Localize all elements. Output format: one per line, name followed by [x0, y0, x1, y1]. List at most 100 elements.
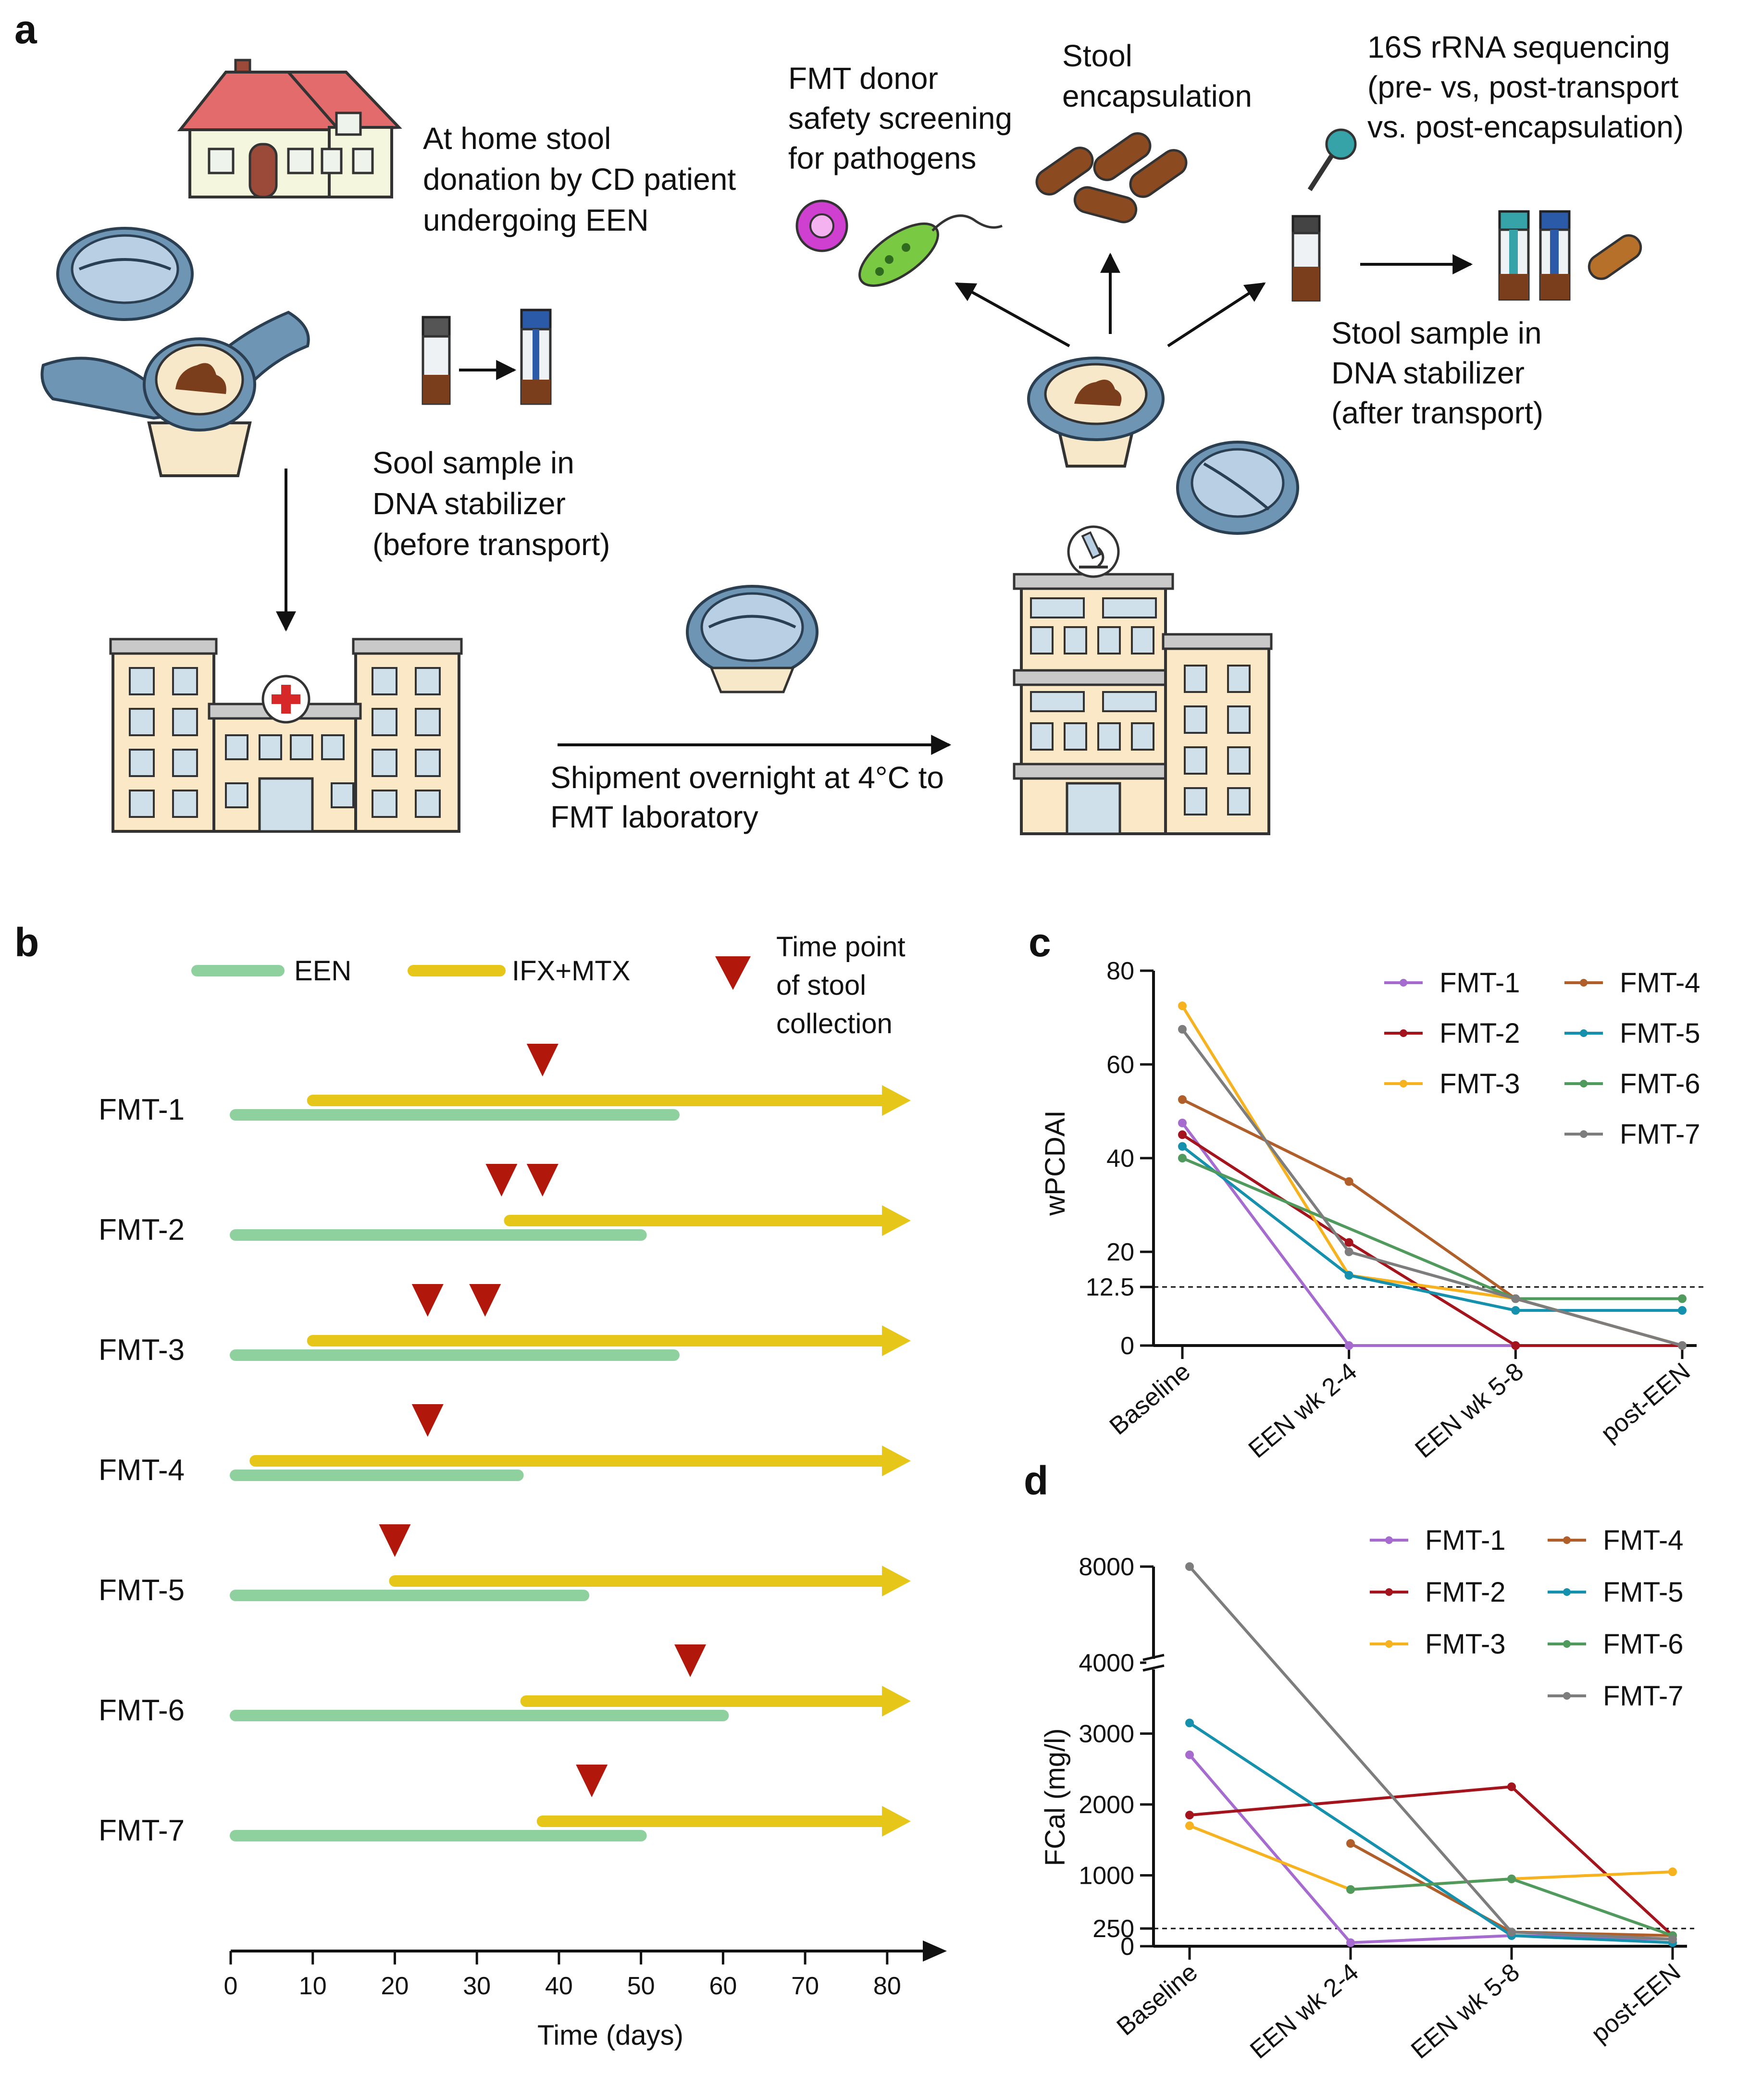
timeline-row-label: FMT-1 [99, 1093, 185, 1126]
stool-collection-marker [526, 1164, 558, 1197]
data-point [1507, 1782, 1516, 1791]
legend-marker [1563, 1588, 1571, 1596]
y-axis-tick-label: 2000 [1079, 1791, 1134, 1819]
axis-break-mark [1142, 1664, 1165, 1672]
virus-icon [795, 199, 848, 252]
x-axis-tick-label: post-EEN [1586, 1958, 1686, 2048]
legend-marker [1385, 1536, 1393, 1544]
legend-label: FMT-6 [1620, 1068, 1700, 1099]
series-line [1181, 1122, 1682, 1347]
before-transport-text: Sool sample in DNA stabilizer (before tr… [372, 445, 610, 562]
y-axis-tick-label: 8000 [1079, 1553, 1134, 1581]
laboratory-icon [1013, 573, 1273, 835]
capsule-icon [1035, 132, 1188, 223]
legend-label: FMT-3 [1439, 1068, 1520, 1099]
time-axis-title: Time (days) [537, 2020, 683, 2051]
data-point [1346, 1938, 1355, 1947]
data-point [1178, 1025, 1187, 1034]
x-axis-tick-label: EEN wk 2-4 [1245, 1958, 1364, 2064]
panel-a: a At home stool donation by CD patient u… [14, 7, 1687, 835]
hospital-icon [109, 638, 463, 833]
data-point [1678, 1294, 1687, 1303]
stool-collector-icon [40, 227, 310, 477]
timeline-row-label: FMT-6 [99, 1694, 185, 1727]
sequencing-text: 16S rRNA sequencing (pre- vs, post-trans… [1367, 30, 1687, 144]
series-line [1188, 1754, 1673, 1944]
panel-b-label: b [14, 920, 39, 965]
data-point [1178, 1154, 1187, 1162]
data-point [1344, 1177, 1353, 1186]
legend-label: FMT-4 [1603, 1525, 1684, 1556]
panel-d-label: d [1024, 1458, 1048, 1503]
time-axis-tick-label: 50 [627, 1972, 655, 2000]
data-point [1178, 1118, 1187, 1127]
legend-marker [1580, 1029, 1588, 1037]
data-point [1185, 1562, 1194, 1571]
data-point [1178, 1095, 1187, 1104]
legend-marker [1580, 979, 1588, 987]
legend-een-label: EEN [294, 955, 351, 987]
house-icon [177, 59, 402, 198]
lid-icon [686, 585, 819, 693]
legend-label: FMT-3 [1425, 1629, 1506, 1660]
legend-ifx-label: IFX+MTX [512, 955, 631, 987]
data-point [1507, 1927, 1516, 1937]
data-point [1178, 1142, 1187, 1151]
data-point [1668, 1935, 1677, 1944]
data-point [1178, 1001, 1187, 1011]
panel-a-label: a [14, 7, 37, 52]
y-axis-tick-label: 20 [1106, 1238, 1134, 1266]
legend-label: FMT-6 [1603, 1629, 1684, 1660]
legend-marker [1400, 1080, 1407, 1087]
data-point [1344, 1238, 1353, 1247]
legend-marker [1563, 1640, 1571, 1648]
encapsulation-text: Stool encapsulation [1062, 38, 1252, 113]
legend-label: FMT-1 [1439, 967, 1520, 999]
time-axis-arrowhead [923, 1940, 947, 1962]
ifx-bar-arrowhead [882, 1085, 911, 1116]
sample-tube-icon [422, 309, 552, 405]
legend-marker [1580, 1080, 1588, 1087]
after-transport-text: Stool sample in DNA stabilizer (after tr… [1331, 316, 1550, 430]
sequencing-tube-icon [1291, 210, 1642, 302]
series-line [1189, 1785, 1674, 1937]
panel-c-label: c [1029, 920, 1051, 965]
time-axis-tick-label: 0 [224, 1972, 238, 2000]
ifx-bar-arrowhead [882, 1566, 911, 1596]
stool-collection-marker [469, 1284, 501, 1317]
y-axis-tick-label: 40 [1106, 1145, 1134, 1173]
ifx-bar-arrowhead [882, 1686, 911, 1717]
stool-collector-lab-icon [1027, 357, 1299, 535]
y-axis-tick-label: 60 [1106, 1051, 1134, 1079]
series-line [1350, 1877, 1673, 1937]
legend-label: FMT-7 [1603, 1680, 1684, 1712]
stool-collection-marker [379, 1524, 411, 1557]
legend-label: FMT-5 [1603, 1577, 1684, 1608]
data-point [1511, 1341, 1520, 1350]
ifx-bar-arrowhead [882, 1806, 911, 1837]
legend-marker [1563, 1536, 1571, 1544]
x-axis-tick-label: post-EEN [1596, 1358, 1696, 1447]
data-point [1185, 1718, 1194, 1728]
ifx-bar-arrowhead [882, 1325, 911, 1356]
legend-marker-label: Time point of stool collection [776, 931, 913, 1039]
bacterium-icon [858, 214, 1003, 287]
time-axis-tick-label: 30 [463, 1972, 491, 2000]
legend-marker [1400, 1029, 1407, 1037]
stool-collection-marker [411, 1284, 444, 1317]
stool-collection-marker [576, 1765, 608, 1797]
time-axis-tick-label: 70 [791, 1972, 819, 2000]
microscope-icon [1067, 525, 1120, 578]
x-axis-tick-label: Baseline [1112, 1958, 1203, 2041]
stool-collection-marker [485, 1164, 518, 1197]
legend-label: FMT-2 [1425, 1577, 1506, 1608]
legend-label: FMT-2 [1439, 1018, 1520, 1049]
time-axis-tick-label: 40 [545, 1972, 573, 2000]
data-point [1185, 1821, 1194, 1830]
data-point [1346, 1839, 1355, 1848]
stool-collection-marker [411, 1404, 444, 1437]
